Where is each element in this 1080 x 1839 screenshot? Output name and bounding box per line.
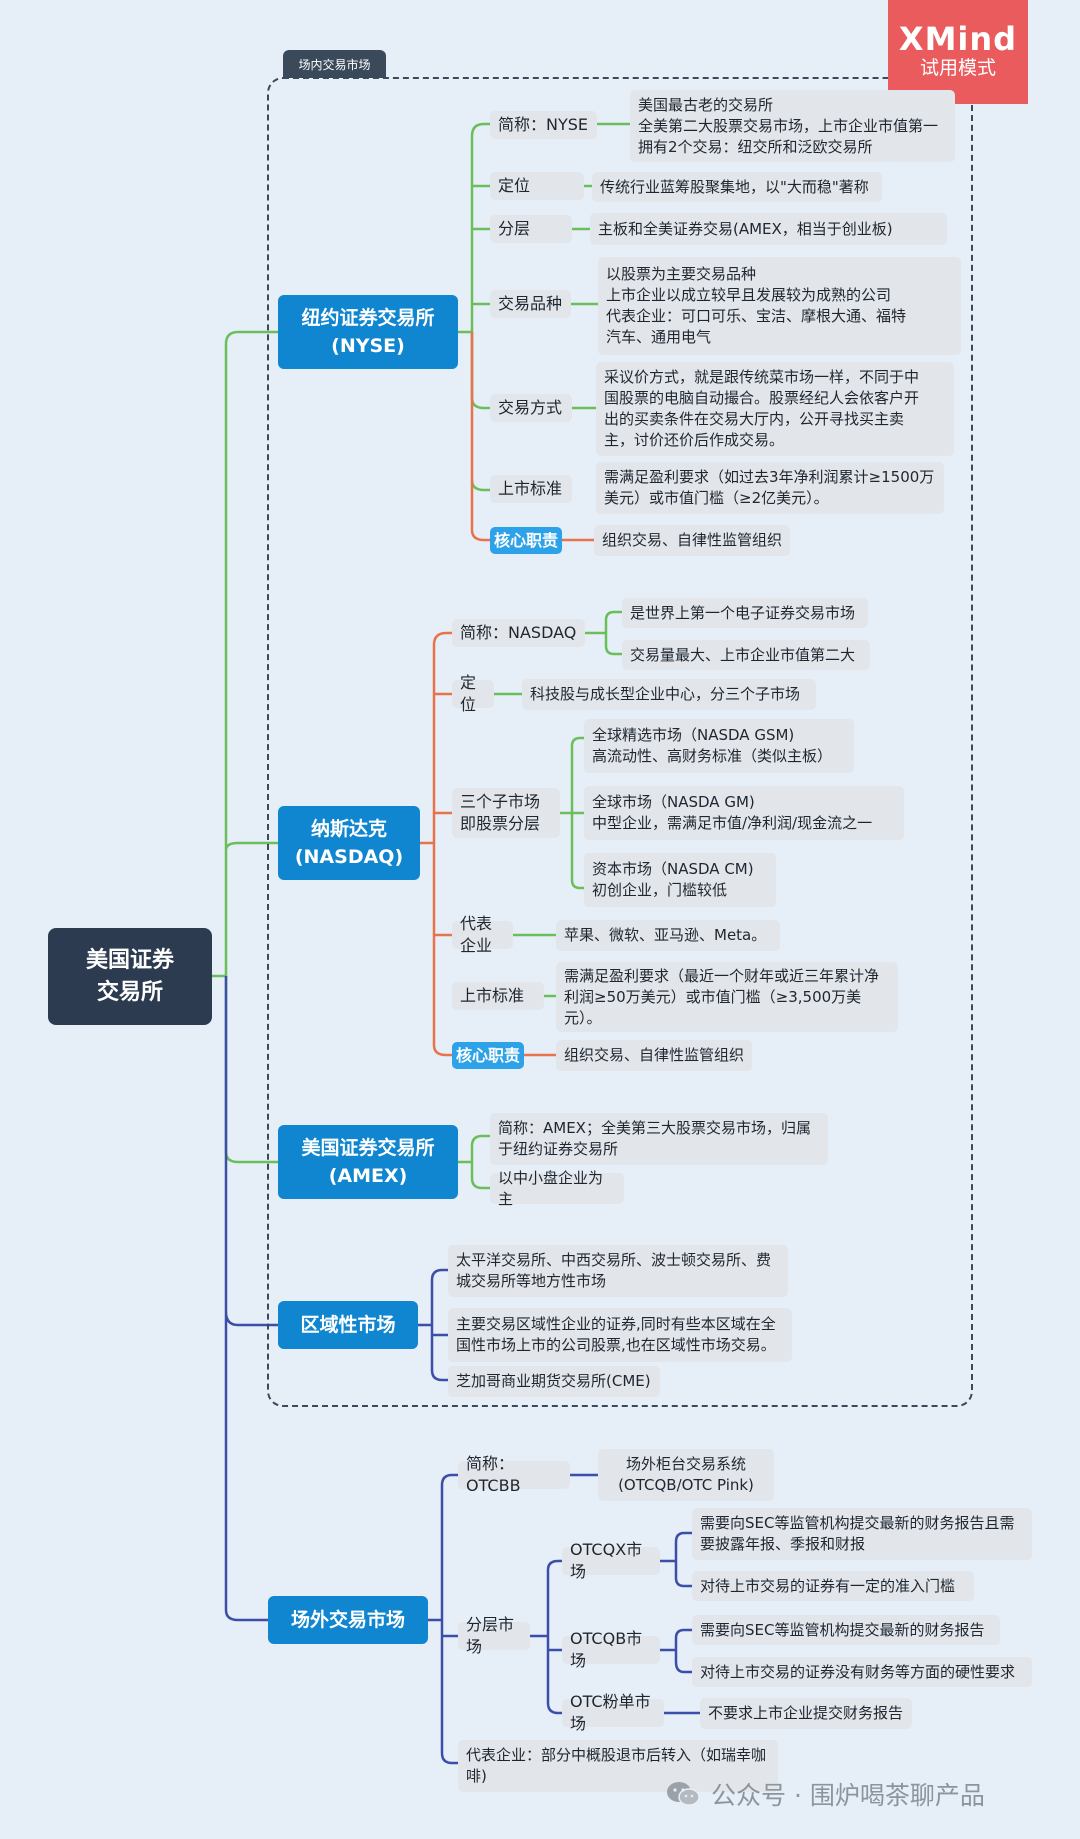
nyse-listing-detail: 需满足盈利要求（如过去3年净利润累计≥1500万 美元）或市值门槛（≥2亿美元）… — [596, 462, 944, 514]
nasdaq-abbr-detail-2: 交易量最大、上市企业市值第二大 — [622, 640, 870, 670]
nasdaq-position-detail: 科技股与成长型企业中心，分三个子市场 — [522, 679, 816, 710]
zone-label: 场内交易市场 — [283, 50, 386, 78]
nasdaq-abbr-detail-1: 是世界上第一个电子证券交易市场 — [622, 598, 868, 628]
root-label: 美国证券 交易所 — [85, 947, 174, 1005]
amex-node[interactable]: 美国证券交易所 (AMEX) — [278, 1125, 458, 1199]
wechat-watermark: 公众号 · 围炉喝茶聊产品 — [665, 1776, 985, 1812]
regional-detail-3: 芝加哥商业期货交易所(CME) — [448, 1366, 660, 1397]
nyse-duty-detail: 组织交易、自律性监管组织 — [594, 525, 790, 556]
amex-detail-1: 简称：AMEX；全美第三大股票交易市场，归属 于纽约证券交易所 — [490, 1113, 828, 1165]
nyse-node[interactable]: 纽约证券交易所 (NYSE) — [278, 295, 458, 369]
watermark-text: 公众号 · 围炉喝茶聊产品 — [711, 1781, 985, 1810]
regional-detail-1: 太平洋交易所、中西交易所、波士顿交易所、费 城交易所等地方性市场 — [448, 1245, 788, 1297]
otc-abbr[interactable]: 简称：OTCBB — [458, 1454, 570, 1495]
nyse-duty[interactable]: 核心职责 — [490, 527, 562, 554]
otc-qb-detail-2: 对待上市交易的证券没有财务等方面的硬性要求 — [692, 1657, 1032, 1687]
xmind-logo-text: XMind — [898, 20, 1018, 58]
nyse-listing[interactable]: 上市标准 — [490, 475, 572, 503]
wechat-icon — [667, 1782, 700, 1806]
nasdaq-rep[interactable]: 代表企业 — [452, 914, 513, 955]
nasdaq-gsm: 全球精选市场（NASDA GSM) 高流动性、高财务标准（类似主板） — [584, 719, 854, 773]
nasdaq-rep-detail: 苹果、微软、亚马逊、Meta。 — [556, 920, 780, 951]
nasdaq-abbr[interactable]: 简称：NASDAQ — [452, 619, 585, 647]
nyse-position[interactable]: 定位 — [490, 172, 584, 200]
root-node[interactable]: 美国证券 交易所 — [48, 928, 212, 1025]
otc-rep: 代表企业：部分中概股退市后转入（如瑞幸咖 啡) — [458, 1740, 778, 1792]
nyse-abbr[interactable]: 简称：NYSE — [490, 111, 597, 139]
nasdaq-gm: 全球市场（NASDA GM) 中型企业，需满足市值/净利润/现金流之一 — [584, 786, 904, 840]
nyse-position-detail: 传统行业蓝筹股聚集地，以"大而稳"著称 — [592, 172, 882, 202]
otc-qx-detail-1: 需要向SEC等监管机构提交最新的财务报告且需 要披露年报、季报和财报 — [692, 1508, 1032, 1560]
otc-pink[interactable]: OTC粉单市场 — [562, 1692, 664, 1733]
nasdaq-listing-detail: 需满足盈利要求（最近一个财年或近三年累计净 利润≥50万美元）或市值门槛（≥3,… — [556, 962, 898, 1032]
nasdaq-duty[interactable]: 核心职责 — [452, 1042, 524, 1069]
nasdaq-node[interactable]: 纳斯达克 (NASDAQ) — [278, 806, 420, 880]
nyse-tier[interactable]: 分层 — [490, 215, 572, 243]
xmind-trial-text: 试用模式 — [919, 57, 996, 79]
otc-node[interactable]: 场外交易市场 — [268, 1596, 428, 1644]
nyse-tier-detail: 主板和全美证券交易(AMEX，相当于创业板) — [590, 213, 947, 245]
nasdaq-position[interactable]: 定位 — [452, 673, 494, 714]
otc-qb-detail-1: 需要向SEC等监管机构提交最新的财务报告 — [692, 1615, 1000, 1645]
otc-pink-detail: 不要求上市企业提交财务报告 — [700, 1698, 912, 1729]
nasdaq-duty-detail: 组织交易、自律性监管组织 — [556, 1040, 752, 1071]
nyse-products[interactable]: 交易品种 — [490, 290, 571, 318]
nyse-abbr-detail: 美国最古老的交易所 全美第二大股票交易市场，上市企业市值第一 拥有2个交易：纽交… — [630, 90, 955, 162]
nasdaq-listing[interactable]: 上市标准 — [452, 982, 544, 1010]
nyse-method-detail: 采议价方式，就是跟传统菜市场一样，不同于中 国股票的电脑自动撮合。股票经纪人会依… — [596, 362, 954, 456]
regional-detail-2: 主要交易区域性企业的证券,同时有些本区域在全 国性市场上市的公司股票,也在区域性… — [448, 1308, 792, 1362]
nasdaq-subtiers[interactable]: 三个子市场 即股票分层 — [452, 788, 560, 838]
on-exchange-zone — [267, 77, 973, 1407]
otc-qx-detail-2: 对待上市交易的证券有一定的准入门槛 — [692, 1571, 974, 1601]
amex-detail-2: 以中小盘企业为主 — [490, 1169, 624, 1208]
nasdaq-cm: 资本市场（NASDA CM) 初创企业，门槛较低 — [584, 853, 776, 907]
otc-qx[interactable]: OTCQX市场 — [562, 1540, 660, 1581]
otc-abbr-detail: 场外柜台交易系统 (OTCQB/OTC Pink) — [598, 1449, 774, 1501]
otc-tiers[interactable]: 分层市场 — [458, 1615, 530, 1656]
nyse-method[interactable]: 交易方式 — [490, 394, 572, 422]
xmind-trial-badge: XMind 试用模式 — [888, 0, 1028, 104]
nyse-products-detail: 以股票为主要交易品种 上市企业以成立较早且发展较为成熟的公司 代表企业：可口可乐… — [598, 257, 961, 355]
regional-node[interactable]: 区域性市场 — [278, 1301, 418, 1349]
otc-qb[interactable]: OTCQB市场 — [562, 1629, 660, 1670]
